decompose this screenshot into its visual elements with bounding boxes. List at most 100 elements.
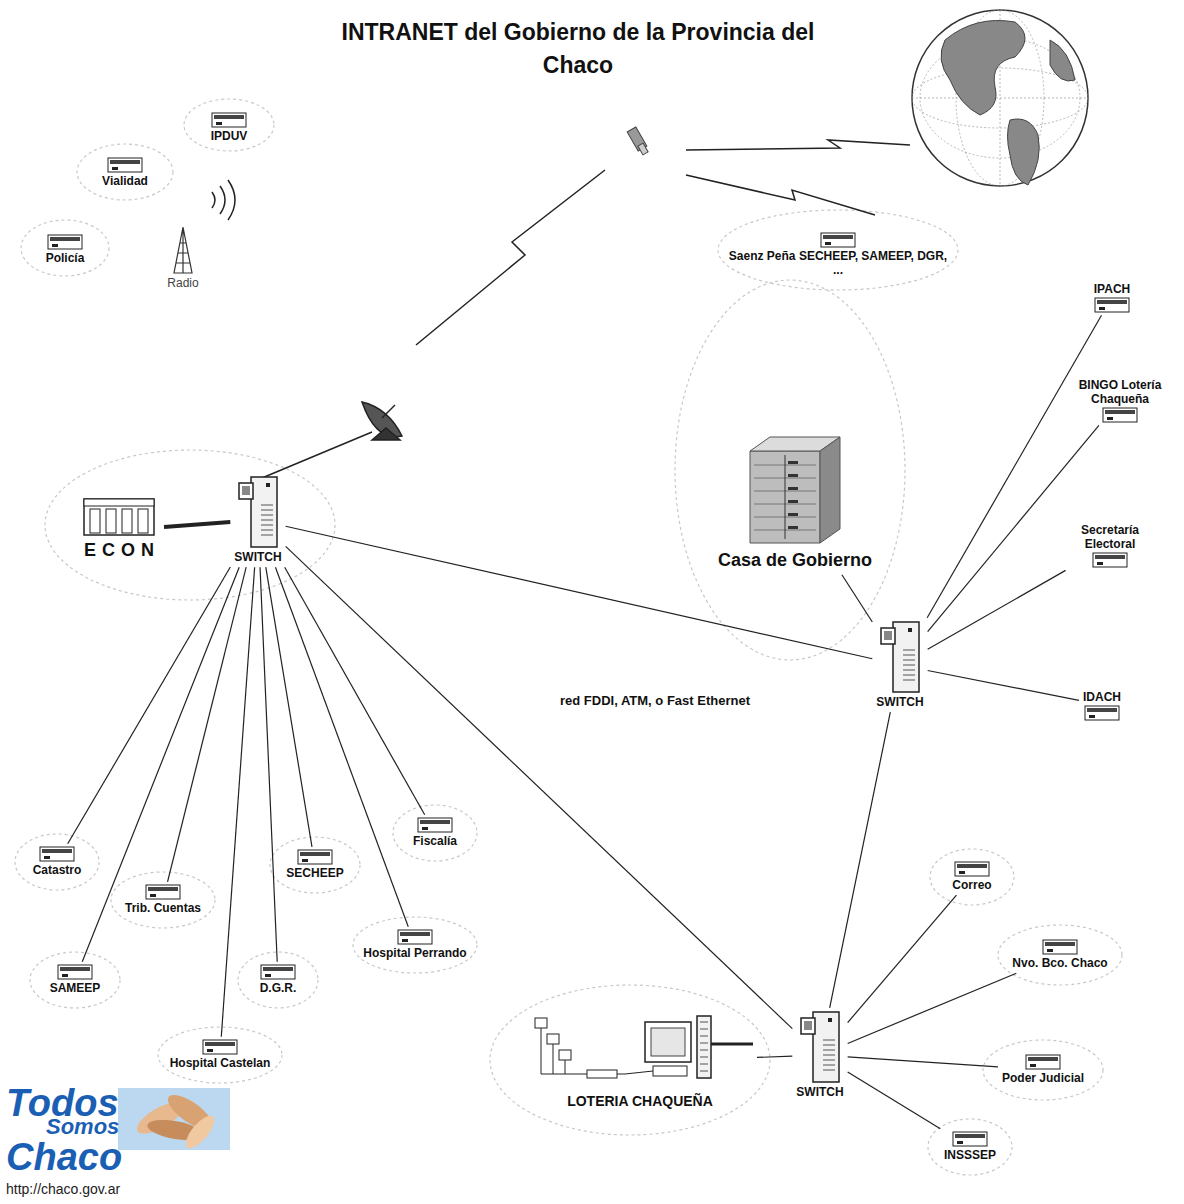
pc-icon [297,849,333,865]
network-link [221,567,254,1037]
node-label: IDACH [1081,689,1123,705]
network-node: Hospital Castelan [168,1039,273,1071]
network-node: BINGO Lotería Chaqueña [1066,377,1174,424]
node-label: IPDUV [209,128,250,144]
node-label: Fiscalía [411,833,459,849]
pc-icon [820,232,856,248]
pc-icon [211,112,247,128]
network-link [285,567,425,815]
network-node: Nvo. Bco. Chaco [1010,939,1109,971]
network-node: Vialidad [100,157,150,189]
uplink-wire [262,432,372,478]
pc-icon [1084,705,1120,721]
network-link [286,546,793,1028]
node-label: Radio [165,275,200,291]
node-label: Correo [950,877,993,893]
node-label: SWITCH [794,1084,845,1100]
node-label: SAMEEP [48,980,103,996]
node-label: Vialidad [100,173,150,189]
node-label: SWITCH [874,694,925,710]
pc-icon [952,1131,988,1147]
pc-icon [39,846,75,862]
logo-graphic [118,1088,230,1152]
pc-icon [1025,1054,1061,1070]
network-node: Poder Judicial [1000,1054,1086,1086]
network-node: Hospital Perrando [361,929,468,961]
node-label: Poder Judicial [1000,1070,1086,1086]
network-link [275,567,408,927]
pc-icon [57,964,93,980]
switch-icon [799,1010,841,1084]
network-node: ECON [82,497,162,563]
network-link [260,567,277,962]
node-label: Nvo. Bco. Chaco [1010,955,1109,971]
pc-icon [1102,407,1138,423]
network-node: Radio [165,225,200,291]
node-label: Hospital Perrando [361,945,468,961]
server-icon [740,431,850,549]
switch-icon [879,620,921,694]
network-node: IDACH [1081,689,1123,721]
node-label: Casa de Gobierno [716,549,874,573]
network-link [830,712,891,1008]
network-node: Secretaría Electoral [1063,522,1157,569]
network-node: Policía [44,234,87,266]
network-node: INSSSEP [942,1131,998,1163]
logo-text: Somos [46,1116,119,1138]
network-node: Fiscalía [411,817,459,849]
node-label: IPACH [1092,281,1132,297]
network-link [757,1056,792,1057]
network-node: Correo [950,861,993,893]
node-label: Saenz Peña SECHEEP, SAMEEP, DGR, ... [726,248,950,279]
network-node: IPACH [1092,281,1132,313]
pc-icon [1042,939,1078,955]
network-node: D.G.R. [258,964,299,996]
network-link [164,522,230,527]
radio-waves [212,180,235,220]
logo-text: Chaco [6,1138,122,1176]
network-link [266,567,312,847]
satellite [627,127,648,155]
network-link [928,570,1066,649]
url-text: http://chaco.gov.ar [6,1182,120,1196]
node-label: ECON [82,539,162,563]
pc-icon [1094,297,1130,313]
network-link [82,567,239,962]
node-label: LOTERIA CHAQUEÑA [565,1092,715,1111]
network-node: LOTERIA CHAQUEÑA [525,1014,755,1111]
network-node: IPDUV [209,112,250,144]
pc-icon [47,234,83,250]
pc-icon [260,964,296,980]
network-node: SECHEEP [284,849,345,881]
node-label: Catastro [31,862,84,878]
network-link [848,1072,941,1129]
link-label: red FDDI, ATM, o Fast Ethernet [556,692,754,709]
node-label: Hospital Castelan [168,1055,273,1071]
node-label: Policía [44,250,87,266]
network-node: SAMEEP [48,964,103,996]
network-switch: SWITCH [794,1010,845,1100]
network-node: Casa de Gobierno [716,431,874,573]
globe [912,10,1088,186]
network-node: Catastro [31,846,84,878]
econ-icon [82,497,162,539]
node-label: D.G.R. [258,980,299,996]
network-link [927,315,1101,618]
network-node: Trib. Cuentas [123,884,203,916]
loteria-icon [525,1014,755,1092]
network-node: Saenz Peña SECHEEP, SAMEEP, DGR, ... [726,232,950,279]
pc-icon [202,1039,238,1055]
network-link [842,575,872,622]
node-label: SECHEEP [284,865,345,881]
network-link [68,567,231,844]
node-label: Secretaría Electoral [1063,522,1157,553]
pc-icon [145,884,181,900]
tower-icon [170,225,196,275]
pc-icon [417,817,453,833]
node-label: INSSSEP [942,1147,998,1163]
radio-links [416,140,910,345]
network-switch: SWITCH [232,475,283,565]
network-link [168,567,247,882]
